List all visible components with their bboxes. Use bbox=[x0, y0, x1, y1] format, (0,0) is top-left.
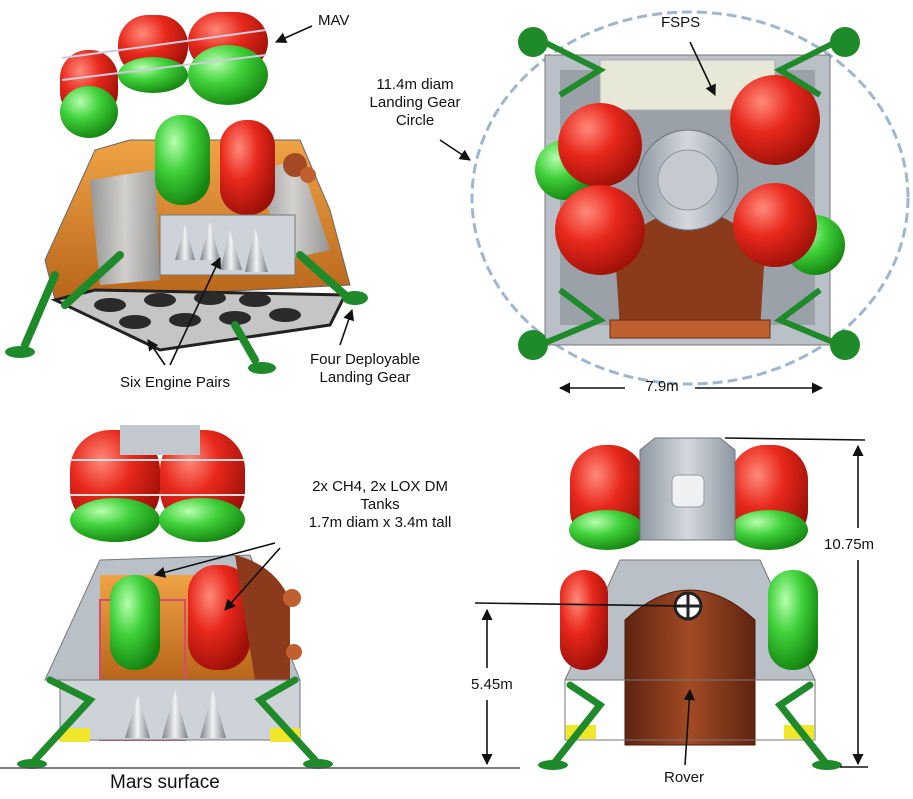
tanks-line-1: 2x CH4, 2x LOX DM bbox=[312, 478, 448, 495]
width-dimension-label: 7.9m bbox=[645, 378, 679, 395]
landing-circle-label: 11.4m diam Landing Gear Circle bbox=[365, 76, 465, 130]
tanks-line-2: Tanks bbox=[360, 496, 400, 513]
tanks-line-3: 1.7m diam x 3.4m tall bbox=[308, 514, 452, 531]
side-view bbox=[538, 437, 842, 770]
landing-gear-label: Four Deployable Landing Gear bbox=[290, 351, 440, 387]
landing-gear-line-1: Four Deployable bbox=[309, 351, 421, 368]
front-view bbox=[17, 425, 333, 769]
rover-label: Rover bbox=[664, 769, 705, 786]
total-height-label: 10.75m bbox=[824, 536, 875, 553]
top-view bbox=[470, 10, 910, 386]
perspective-view bbox=[5, 12, 368, 374]
mav-label: MAV bbox=[318, 12, 350, 29]
deck-height-label: 5.45m bbox=[471, 676, 513, 693]
landing-circle-line-2: Landing Gear bbox=[369, 94, 461, 111]
landing-circle-line-1: 11.4m diam bbox=[376, 76, 454, 93]
annotation-lines bbox=[147, 25, 868, 768]
mars-surface-label: Mars surface bbox=[110, 772, 220, 793]
landing-circle-line-3: Circle bbox=[395, 112, 435, 129]
landing-gear-line-2: Landing Gear bbox=[319, 369, 411, 386]
mav-tanks bbox=[60, 12, 268, 138]
tanks-label: 2x CH4, 2x LOX DM Tanks 1.7m diam x 3.4m… bbox=[285, 478, 475, 532]
fsps-label: FSPS bbox=[661, 14, 701, 31]
engine-pairs-label: Six Engine Pairs bbox=[120, 374, 231, 391]
